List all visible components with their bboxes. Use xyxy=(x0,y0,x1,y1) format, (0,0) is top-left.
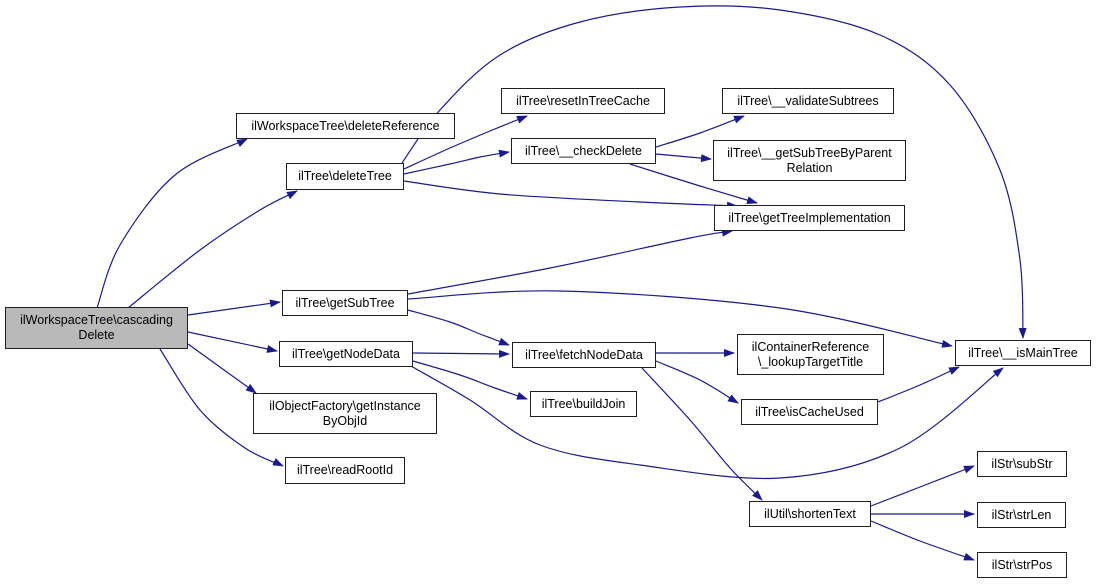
edge-deleteTree-to-getTreeImplementation xyxy=(403,180,738,210)
edge-deleteTree-to-resetInTreeCache xyxy=(403,115,528,170)
graph-node-strPos[interactable]: ilStr\strPos xyxy=(977,552,1067,578)
edge-checkDelete-to-getSubTreeByParentRelation xyxy=(655,153,712,163)
graph-node-checkDelete[interactable]: ilTree\__checkDelete xyxy=(511,138,656,164)
graph-node-label: ilTree\__validateSubtrees xyxy=(737,93,879,108)
graph-node-fetchNodeData[interactable]: ilTree\fetchNodeData xyxy=(512,342,656,368)
graph-node-label: ilTree\resetInTreeCache xyxy=(516,93,650,108)
edge-cascadingDelete-to-getInstanceByObjId xyxy=(187,343,257,394)
graph-node-label: ilStr\subStr xyxy=(991,456,1053,471)
edge-getNodeData-to-isMainTree xyxy=(410,365,1004,480)
edge-cascadingDelete-to-getNodeData xyxy=(187,331,278,353)
graph-node-label: ByObjId xyxy=(322,413,368,428)
graph-node-readRootId[interactable]: ilTree\readRootId xyxy=(285,457,405,484)
graph-node-label: ilUtil\shortenText xyxy=(764,506,856,521)
edge-deleteTree-to-isMainTree xyxy=(401,5,1027,339)
graph-node-shortenText[interactable]: ilUtil\shortenText xyxy=(749,501,871,527)
graph-node-label: ilTree\getNodeData xyxy=(292,346,400,361)
edge-cascadingDelete-to-deleteTree xyxy=(127,190,298,309)
edge-fetchNodeData-to-shortenText xyxy=(641,367,763,501)
graph-node-label: ilTree\buildJoin xyxy=(541,396,626,411)
graph-node-getSubTree[interactable]: ilTree\getSubTree xyxy=(282,290,408,316)
edge-cascadingDelete-to-getSubTree xyxy=(187,299,281,316)
graph-node-buildJoin[interactable]: ilTree\buildJoin xyxy=(530,391,637,417)
edge-isCacheUsed-to-isMainTree xyxy=(877,366,960,403)
graph-node-strLen[interactable]: ilStr\strLen xyxy=(977,502,1066,528)
edge-fetchNodeData-to-isCacheUsed xyxy=(655,360,739,404)
graph-node-subStr[interactable]: ilStr\subStr xyxy=(977,451,1067,477)
graph-node-label: ilTree\getTreeImplementation xyxy=(728,210,891,225)
graph-node-label: \_lookupTargetTitle xyxy=(757,354,864,369)
edge-getSubTree-to-getTreeImplementation xyxy=(407,228,733,295)
graph-node-isCacheUsed[interactable]: ilTree\isCacheUsed xyxy=(741,399,878,425)
edge-getSubTree-to-isMainTree xyxy=(407,290,953,348)
edge-shortenText-to-strPos xyxy=(870,520,975,561)
graph-node-label: ilStr\strPos xyxy=(991,557,1053,572)
graph-node-label: ilTree\__isMainTree xyxy=(968,345,1078,360)
graph-node-label: ilContainerReference xyxy=(751,339,870,354)
graph-node-label: ilTree\__getSubTreeByParent xyxy=(727,145,892,160)
graph-node-label: ilWorkspaceTree\cascading xyxy=(20,313,173,327)
graph-node-label: ilTree\getSubTree xyxy=(295,295,395,310)
edge-getNodeData-to-buildJoin xyxy=(412,360,528,400)
graph-node-label: ilTree\fetchNodeData xyxy=(525,347,643,362)
edge-shortenText-to-subStr xyxy=(870,465,975,507)
graph-node-validateSubtrees[interactable]: ilTree\__validateSubtrees xyxy=(722,88,894,114)
graph-node-resetInTreeCache[interactable]: ilTree\resetInTreeCache xyxy=(501,88,665,114)
edge-cascadingDelete-to-deleteReference xyxy=(96,138,248,309)
edge-getNodeData-to-fetchNodeData xyxy=(412,349,510,358)
edge-cascadingDelete-to-readRootId xyxy=(159,348,284,467)
edge-checkDelete-to-getTreeImplementation xyxy=(629,163,758,205)
graph-node-getTreeImplementation[interactable]: ilTree\getTreeImplementation xyxy=(714,205,905,231)
graph-node-label: Delete xyxy=(78,328,115,342)
edge-deleteTree-to-checkDelete xyxy=(403,149,510,175)
graph-node-label: ilTree\__checkDelete xyxy=(525,143,642,158)
graph-node-lookupTargetTitle[interactable]: ilContainerReference\_lookupTargetTitle xyxy=(737,334,884,375)
graph-node-label: ilTree\readRootId xyxy=(296,463,394,477)
graph-node-label: ilStr\strLen xyxy=(991,507,1052,522)
graph-node-label: ilWorkspaceTree\deleteReference xyxy=(251,118,440,133)
edge-getSubTree-to-fetchNodeData xyxy=(407,309,510,346)
graph-node-label: ilTree\deleteTree xyxy=(298,169,392,183)
graph-node-deleteReference[interactable]: ilWorkspaceTree\deleteReference xyxy=(236,113,455,139)
graph-node-deleteTree[interactable]: ilTree\deleteTree xyxy=(286,163,404,190)
graph-node-getNodeData[interactable]: ilTree\getNodeData xyxy=(279,341,413,367)
graph-node-label: Relation xyxy=(786,160,833,175)
graph-node-label: ilTree\isCacheUsed xyxy=(755,404,864,419)
graph-node-label: ilObjectFactory\getInstance xyxy=(269,398,421,413)
graph-node-isMainTree[interactable]: ilTree\__isMainTree xyxy=(955,340,1091,366)
edge-checkDelete-to-validateSubtrees xyxy=(655,115,745,148)
